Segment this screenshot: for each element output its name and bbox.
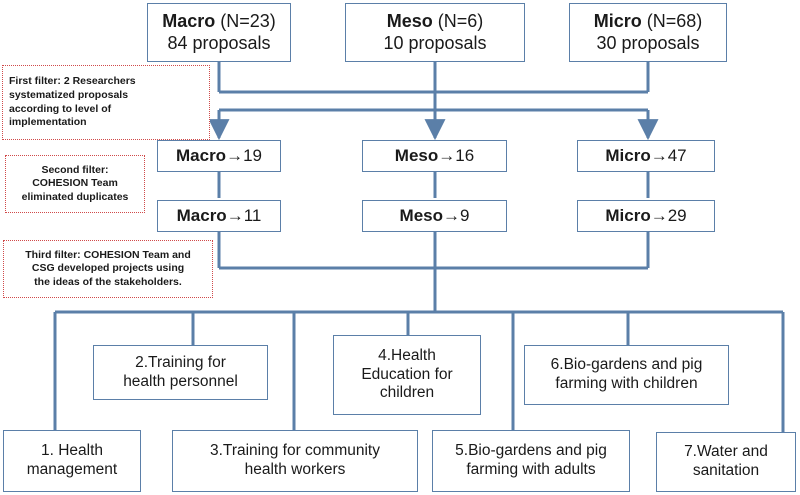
count-value: 9 bbox=[460, 205, 470, 225]
project-line: 6.Bio-gardens and pig bbox=[550, 356, 703, 374]
count-value: 11 bbox=[243, 205, 262, 225]
project-line: 3.Training for community bbox=[210, 442, 380, 460]
second-filter-note: Second filter: COHESION Team eliminated … bbox=[5, 155, 145, 213]
count-value: 16 bbox=[455, 145, 475, 165]
project-box-health-management: 1. Health management bbox=[3, 430, 141, 492]
macro-after-second-filter-box: Macro→11 bbox=[157, 200, 281, 232]
filter-line: eliminated duplicates bbox=[21, 190, 129, 203]
count-value: 19 bbox=[243, 145, 262, 165]
arrow-icon: → bbox=[650, 145, 668, 165]
proposals-label: 84 proposals bbox=[167, 32, 271, 53]
project-line: 7.Water and bbox=[684, 443, 768, 461]
arrow-icon: → bbox=[226, 145, 244, 165]
project-line: farming with adults bbox=[466, 461, 596, 478]
project-line: health workers bbox=[244, 461, 346, 478]
meso-after-first-filter-box: Meso→16 bbox=[362, 140, 507, 172]
project-line: health personnel bbox=[123, 372, 238, 390]
project-line: 5.Bio-gardens and pig bbox=[455, 442, 607, 460]
filter-line: the ideas of the stakeholders. bbox=[34, 275, 182, 288]
project-box-training-community-health-workers: 3.Training for community health workers bbox=[172, 430, 418, 492]
project-box-water-sanitation: 7.Water and sanitation bbox=[656, 432, 796, 492]
project-line: farming with children bbox=[555, 375, 698, 392]
count-label: (N=68) bbox=[646, 10, 703, 31]
filter-line: systematized proposals bbox=[9, 88, 129, 101]
count-label: (N=23) bbox=[220, 10, 276, 31]
level-label: Meso bbox=[399, 205, 443, 225]
count-value: 47 bbox=[667, 145, 687, 165]
arrow-icon: → bbox=[438, 145, 456, 165]
project-box-training-health-personnel: 2.Training for health personnel bbox=[93, 345, 268, 400]
meso-proposals-box: Meso (N=6) 10 proposals bbox=[345, 3, 525, 62]
level-label: Macro bbox=[176, 205, 227, 225]
project-line: 4.Health bbox=[378, 347, 436, 365]
arrow-icon: → bbox=[226, 205, 244, 225]
level-label: Macro bbox=[176, 145, 227, 165]
project-line: 2.Training for bbox=[135, 353, 226, 371]
proposals-label: 30 proposals bbox=[596, 32, 700, 53]
macro-after-first-filter-box: Macro→19 bbox=[157, 140, 281, 172]
level-label: Meso bbox=[386, 10, 433, 31]
level-label: Micro bbox=[593, 10, 642, 31]
filter-line: implementation bbox=[9, 116, 87, 129]
count-value: 29 bbox=[667, 205, 687, 225]
third-filter-note: Third filter: COHESION Team and CSG deve… bbox=[3, 240, 213, 298]
arrow-icon: → bbox=[650, 205, 668, 225]
project-line: sanitation bbox=[692, 462, 760, 479]
filter-line: Third filter: COHESION Team and bbox=[25, 248, 191, 261]
filter-line: First filter: 2 Researchers bbox=[9, 75, 136, 88]
micro-proposals-box: Micro (N=68) 30 proposals bbox=[569, 3, 727, 62]
project-line: Education for bbox=[361, 365, 453, 383]
project-line: children bbox=[379, 384, 435, 402]
level-label: Micro bbox=[605, 145, 651, 165]
filter-line: CSG developed projects using bbox=[31, 262, 185, 275]
macro-proposals-box: Macro (N=23) 84 proposals bbox=[147, 3, 291, 62]
project-box-health-education-children: 4.Health Education for children bbox=[333, 335, 481, 415]
project-box-biogardens-adults: 5.Bio-gardens and pig farming with adult… bbox=[432, 430, 630, 492]
first-filter-note: First filter: 2 Researchers systematized… bbox=[2, 65, 210, 140]
filter-line: COHESION Team bbox=[32, 177, 118, 190]
level-label: Meso bbox=[394, 145, 439, 165]
project-box-biogardens-children: 6.Bio-gardens and pig farming with child… bbox=[524, 345, 729, 405]
arrow-icon: → bbox=[443, 205, 460, 225]
level-label: Macro bbox=[162, 10, 216, 31]
filter-line: according to level of bbox=[9, 102, 112, 115]
level-label: Micro bbox=[605, 205, 651, 225]
project-line: management bbox=[26, 461, 118, 478]
meso-after-second-filter-box: Meso→9 bbox=[362, 200, 507, 232]
filter-line: Second filter: bbox=[41, 163, 109, 176]
micro-after-first-filter-box: Micro→47 bbox=[577, 140, 715, 172]
micro-after-second-filter-box: Micro→29 bbox=[577, 200, 715, 232]
proposals-label: 10 proposals bbox=[383, 32, 487, 53]
project-line: 1. Health bbox=[40, 442, 104, 460]
count-label: (N=6) bbox=[437, 10, 484, 31]
